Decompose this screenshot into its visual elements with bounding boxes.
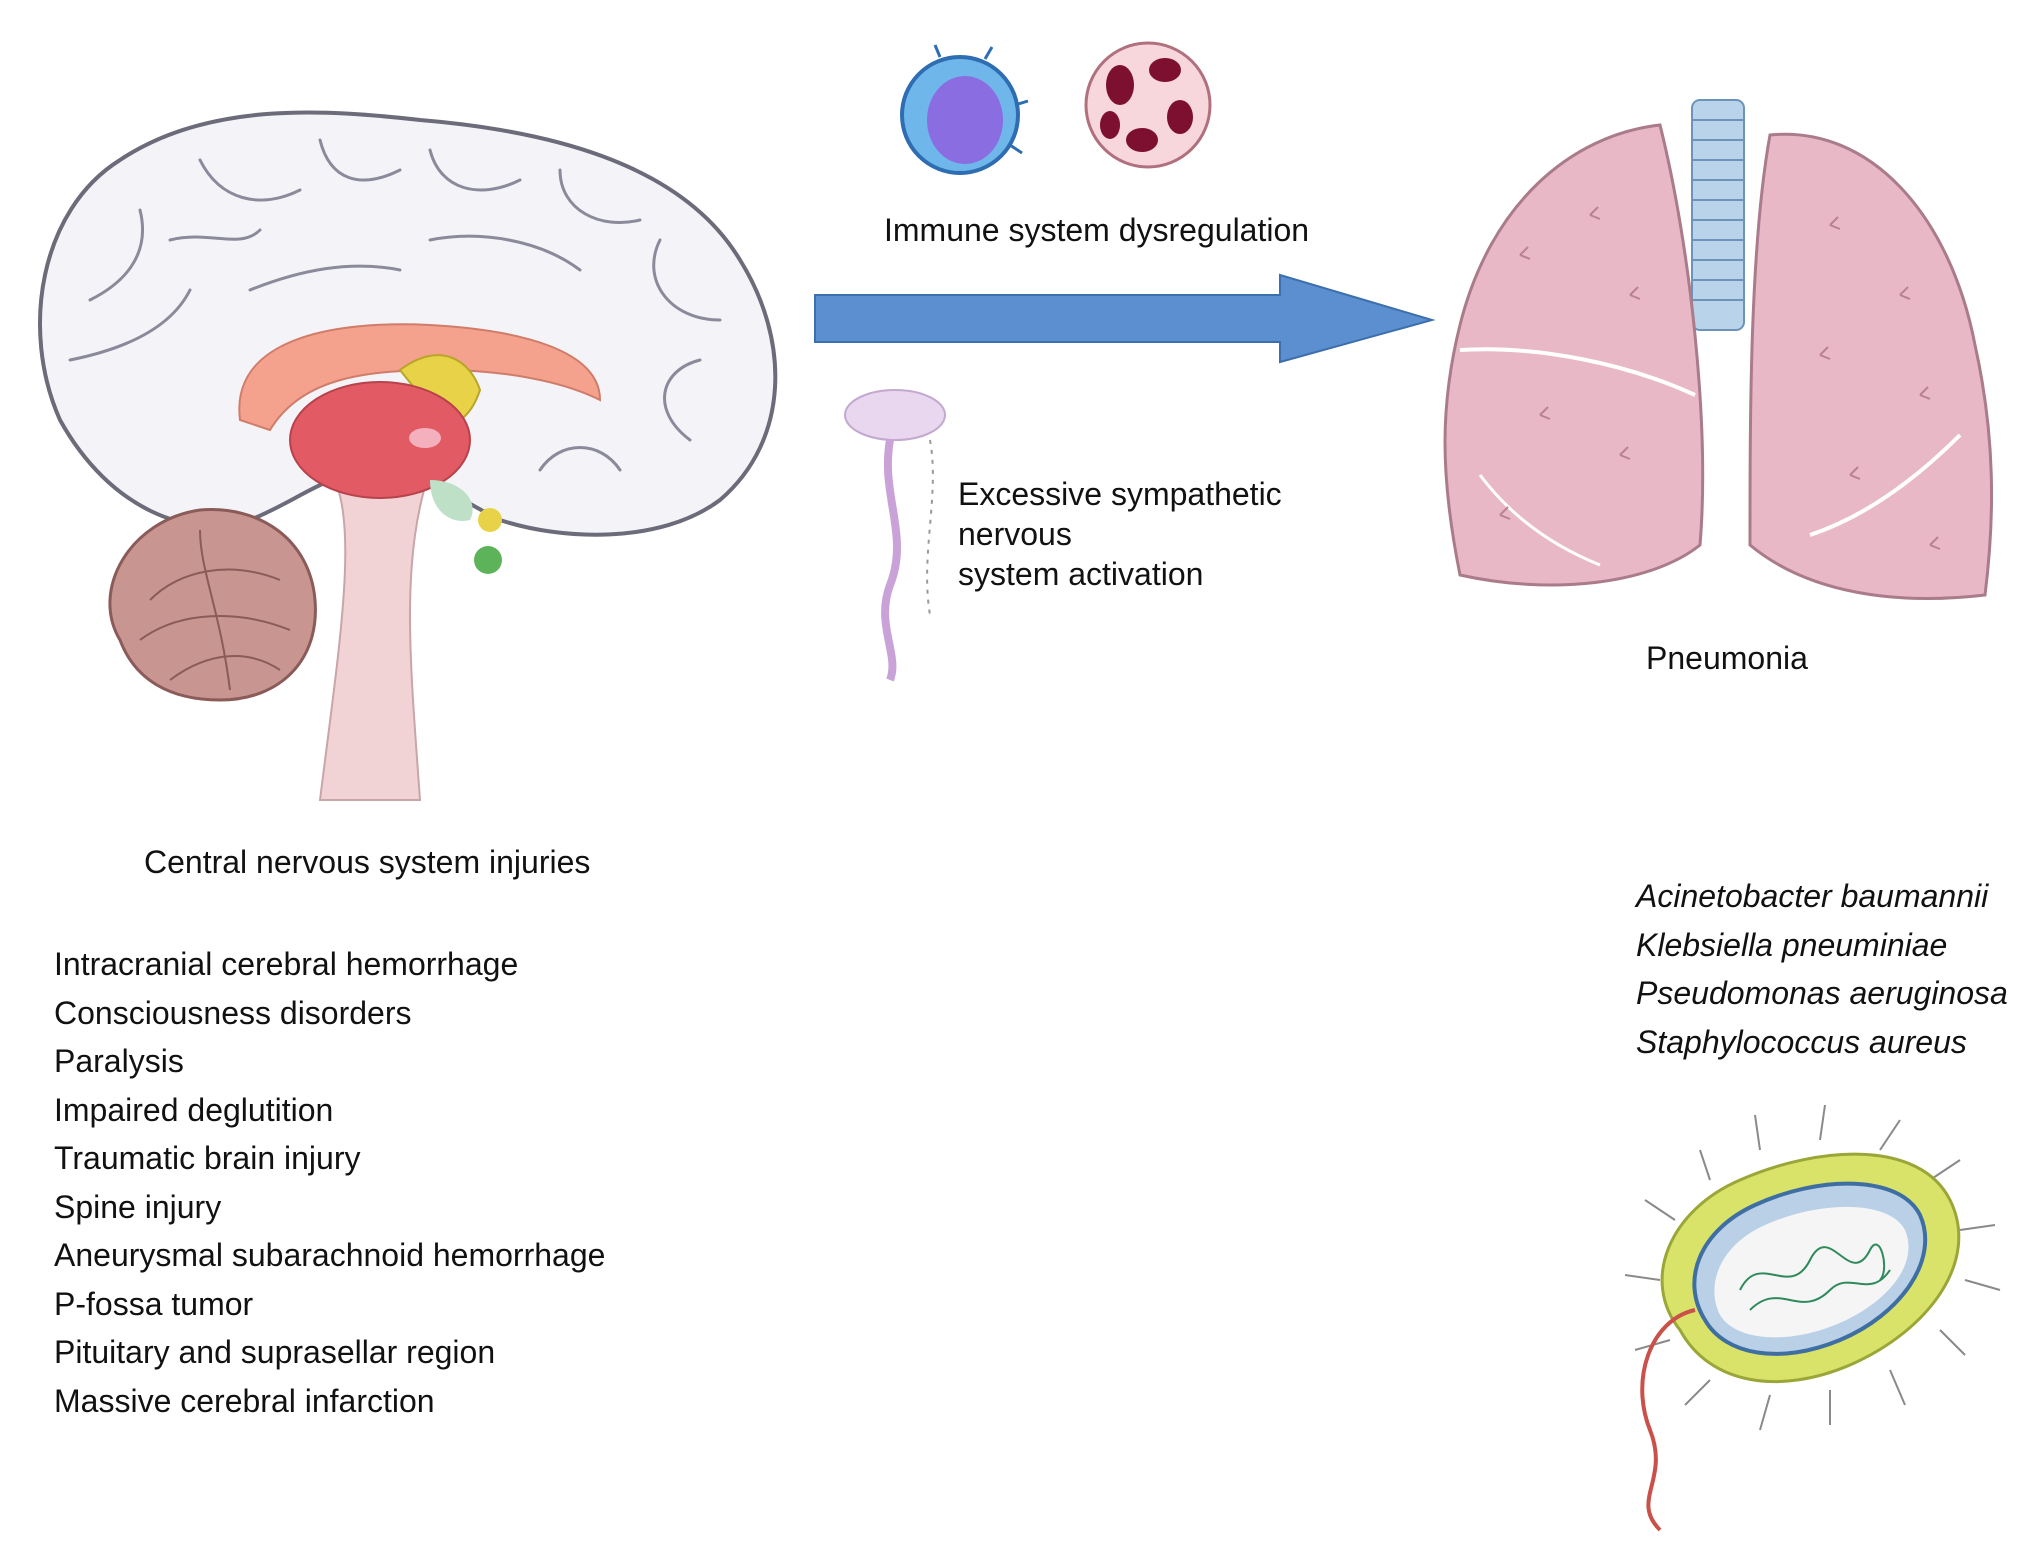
list-item: Pituitary and suprasellar region [54, 1334, 496, 1370]
bacterium-illustration [1624, 1104, 2001, 1532]
sympathetic-line-1: Excessive sympathetic [958, 476, 1282, 512]
sympathetic-line-3: system activation [958, 556, 1204, 592]
list-item: Traumatic brain injury [54, 1140, 361, 1176]
list-item: Impaired deglutition [54, 1091, 334, 1128]
sympathetic-activation-label: Excessive sympathetic nervous system act… [958, 478, 1282, 598]
pneumonia-label: Pneumonia [1646, 640, 1808, 676]
lymphocyte-icon [900, 44, 1029, 175]
bacteria-list: Acinetobacter baumannii Klebsiella pneum… [1636, 872, 2008, 1066]
list-item: Massive cerebral infarction [54, 1382, 435, 1419]
trachea-icon [1691, 99, 1745, 331]
cns-injuries-label: Central nervous system injuries [144, 844, 591, 880]
list-item: Klebsiella pneuminiae [1636, 926, 1948, 963]
list-item: Pseudomonas aeruginosa [1636, 975, 2008, 1011]
list-item: Intracranial cerebral hemorrhage [54, 946, 519, 982]
list-item: Acinetobacter baumannii [1636, 878, 1989, 914]
list-item: Aneurysmal subarachnoid hemorrhage [54, 1237, 606, 1273]
arrow-icon [814, 273, 1436, 364]
brain-illustration [38, 110, 778, 801]
list-item: Staphylococcus aureus [1636, 1023, 1967, 1060]
immune-cells-illustration [900, 41, 1212, 175]
spinal-cord-illustration [844, 389, 946, 682]
immune-dysregulation-label: Immune system dysregulation [884, 212, 1310, 248]
sympathetic-line-2: nervous [958, 516, 1072, 552]
list-item: Consciousness disorders [54, 994, 412, 1031]
list-item: Paralysis [54, 1043, 184, 1079]
cns-injuries-list: Intracranial cerebral hemorrhage Conscio… [54, 940, 605, 1425]
list-item: Spine injury [54, 1188, 222, 1225]
lungs-illustration [1443, 99, 1994, 600]
list-item: P-fossa tumor [54, 1285, 254, 1322]
neutrophil-icon [1084, 41, 1212, 169]
